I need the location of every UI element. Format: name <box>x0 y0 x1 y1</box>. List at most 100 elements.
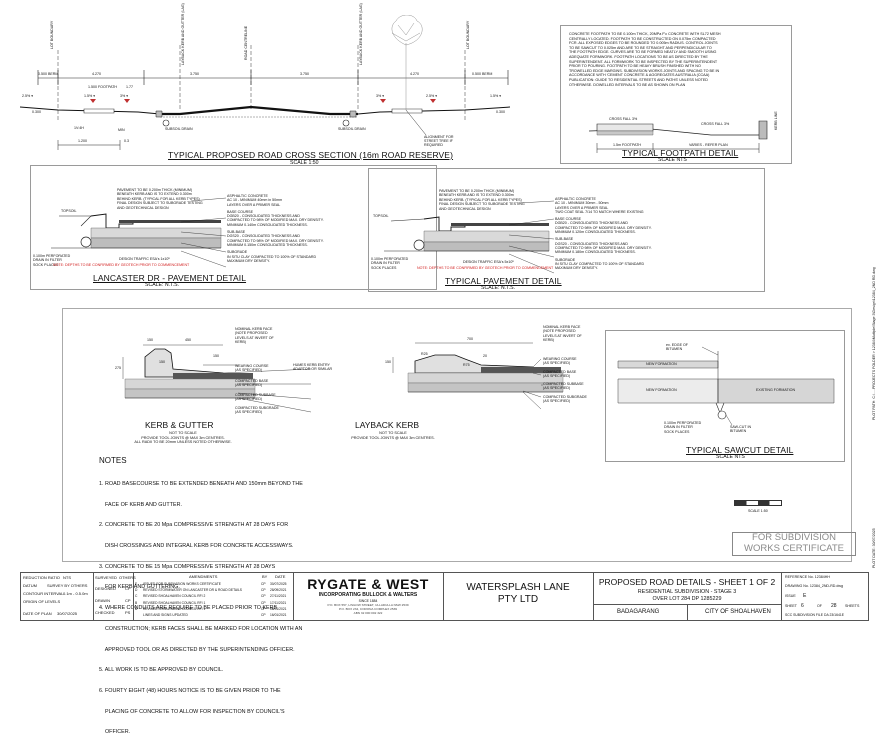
amend-by: CP <box>261 594 266 599</box>
typical-topsoil: TOPSOIL <box>373 214 389 218</box>
company-subtitle: INCORPORATING BULLOCK & WALTERS <box>318 592 418 598</box>
dim-bottom-1: 1.200 <box>78 139 87 143</box>
footpath-spec-line: PUBLICATION: GUIDE TO RESIDENTIAL STREET… <box>569 77 708 82</box>
amend-rev: C <box>135 594 138 599</box>
sawcut-drawing <box>606 331 844 461</box>
layer-line: COMPACTED TO 98% OF MODIFIED MAX. DRY DE… <box>227 238 324 243</box>
tb-contour-key: CONTOUR INTERVAL <box>23 591 64 596</box>
typical-layer-notes: ASPHALTIC CONCRETE AC 10 - MINIMUM 30mm … <box>555 197 652 270</box>
kg-label-line: LEVELS AT INVERT OF <box>235 335 274 340</box>
layer-line: IN SITU CLAY COMPACTED TO 100% OF STANDA… <box>555 261 645 266</box>
layer-line: SUB-BASE <box>555 237 574 242</box>
label-lag-left: LAYBACK KERB AND GUTTER (LAG) <box>181 3 185 65</box>
footpath-scale: SCALE NTS <box>658 157 687 163</box>
layer-line: COMPACTED TO 98% OF MODIFIED MAX. DRY DE… <box>227 218 324 223</box>
address-line: ABN 32 000 002 322 <box>353 610 383 615</box>
layer-line: ASPHALTIC CONCRETE <box>555 197 596 201</box>
sawcut-drain-label: 0.100m PERFORATED DRAIN IN FILTER SOCK P… <box>664 421 701 434</box>
drain-line: DRAIN IN FILTER <box>33 258 62 263</box>
amend-date: 16/01/2021 <box>270 612 287 617</box>
typical-note-line: PAVEMENT TO BE 0.200m THICK (MINIMUM) <box>439 189 515 193</box>
tb-drawn-key: DRAWN <box>95 598 110 603</box>
layer-line: SUB-BASE <box>227 230 246 235</box>
tb-drawing-title: PROPOSED ROAD DETAILS - SHEET 1 OF 2 RES… <box>593 573 782 621</box>
road-cross-section: 0.500 BERM 4.270 3.750 3.750 4.270 0.500… <box>20 3 540 166</box>
dim-left-verge: 4.270 <box>92 72 101 76</box>
kerb-gutter-drawing <box>63 309 623 419</box>
sawcut-label-line: SOCK PLACES <box>664 429 690 434</box>
lb-label-line: ADAPTOR OR SIMILAR <box>293 367 333 372</box>
tb-checked-key: CHECKED <box>95 610 115 615</box>
lb-label-line: COMPACTED BASE <box>543 369 577 374</box>
kg-label-line: (AS SPECIFIED) <box>235 397 263 402</box>
typical-pavement-drawing <box>369 169 764 291</box>
typical-note-line: BEHIND KERB. (TYPICAL FOR ALL KERB TYPES… <box>439 197 522 202</box>
reference-number: REFERENCE No. 12384HH <box>785 575 830 579</box>
layer-line: DGB20 - CONSOLIDATED THICKNESS AND <box>227 214 300 219</box>
footpath-spec-line: PRIOR TO POURING. FOOTPATH TO BE HEAVY B… <box>569 64 701 69</box>
amend-desc: LINES AND SIGNS UPDATED <box>143 612 188 617</box>
company-address: P.O. BOX 557, LISGOW STREET, ULLADULLA N… <box>293 603 443 615</box>
amend-date: 08/01/2021 <box>270 606 287 611</box>
amend-desc: REVISED SHOALHAVEN COUNCIL RFI 2 <box>143 594 206 599</box>
amend-date: 30/07/2025 <box>270 582 287 586</box>
sawcut-new-formation: NEW FORMATION <box>646 388 677 392</box>
lb-label-line: (AS SPECIFIED) <box>543 399 571 404</box>
amend-date: 28/09/2021 <box>270 588 287 593</box>
typical-pavement-scale: SCALE: N.T.S. <box>481 285 516 291</box>
footpath-spec-line: FCR. ALL EXPOSED EDGES TO BE ROUNDED TO … <box>569 41 718 46</box>
fall-1: 2.5% ▾ <box>22 94 33 98</box>
tb-amend-by-header: BY <box>262 574 268 579</box>
lb-dim-r25: R25 <box>421 352 428 356</box>
tb-info: REDUCTION RATIO NTS DATUM SURVEY BY OTHE… <box>21 573 94 620</box>
amend-by: CP <box>261 600 266 605</box>
label-lot-boundary-right: LOT BOUNDARY <box>466 20 470 49</box>
lancaster-topsoil: TOPSOIL <box>61 209 77 213</box>
tb-signatures: SURVEYED OTHERS DESIGNED CP DRAWN CP CHE… <box>93 573 136 620</box>
lb-dim-20: 20 <box>483 354 487 358</box>
footpath-spec-line: TROWELLED EDGE MARGINS. SUBDIVISION WORK… <box>569 68 720 73</box>
kerb-gutter-sub: NOT TO SCALE PROVIDE TOOL JOINTS @ MAX 3… <box>123 431 243 445</box>
label-subsoil-left: SUBSOIL DRAIN <box>165 127 193 131</box>
kg-layer-labels: WEARING COURSE (AS SPECIFIED) COMPACTED … <box>235 364 279 414</box>
amend-rev: E <box>135 582 138 586</box>
kg-dim-450: 450 <box>185 338 191 342</box>
note-line: 6. FOURTY EIGHT (48) HOURS NOTICE IS TO … <box>99 688 281 694</box>
amend-rev: D <box>135 588 138 593</box>
lancaster-red-note: NOTE: DEPTHS TO BE CONFIRMED BY GEOTECH … <box>53 263 190 267</box>
lb-label-line: COMPACTED SUBBASE <box>543 382 584 387</box>
footpath-spec-line: ADEQUATE FORMWORK. FOOTPATH LOCATIONS TO… <box>569 54 708 59</box>
layer-line: TWO COAT SEAL 7/14 TO MATCH WHERE EXISTI… <box>555 209 644 214</box>
note-line: DISH CROSSINGS AND INTEGRAL KERB FOR CON… <box>99 542 294 549</box>
label-subsoil-right: SUBSOIL DRAIN <box>338 127 366 131</box>
sheet-value: 6 <box>801 603 804 609</box>
lb-sub-line: PROVIDE TOOL JOINTS @ MAX 3m CENTRES. <box>351 435 435 440</box>
drain-line: SOCK PLACES <box>371 265 397 270</box>
amend-by: CP <box>261 588 266 593</box>
tb-drawn-val: CP <box>125 598 131 603</box>
lb-label-line: HUMES KERB ENTRY <box>293 363 330 367</box>
fall-5: 2.5% ▾ <box>426 94 437 98</box>
note-line: 3. CONCRETE TO BE 15 Mpa COMPRESSIVE STR… <box>99 563 276 570</box>
tb-date-key: DATE OF PLAN <box>23 611 52 616</box>
layer-line: IN SITU CLAY COMPACTED TO 100% OF STANDA… <box>227 254 317 259</box>
kg-dim-150-b: 150 <box>159 360 165 364</box>
cross-section-scale: SCALE 1:50 <box>290 160 319 166</box>
kg-label-line: (NOTE PROPOSED <box>235 331 268 336</box>
sheets-label: SHEETS <box>845 604 860 608</box>
lb-label-line: (AS SPECIFIED) <box>543 373 571 378</box>
dim-right-verge: 4.270 <box>410 72 419 76</box>
lancaster-pavement-panel: PAVEMENT TO BE 0.200m THICK (MINIMUM) BE… <box>30 165 437 290</box>
swc-stamp: FOR SUBDIVISION WORKS CERTIFICATE <box>732 532 856 556</box>
kg-label-line: COMPACTED BASE <box>235 378 269 383</box>
kg-label-line: COMPACTED SUBBASE <box>235 393 276 398</box>
locality-divider <box>687 605 688 621</box>
footpath-crossfall-1: CROSS FALL 3% <box>609 117 638 121</box>
tb-designed-val: CP <box>125 586 131 591</box>
tb-references: REFERENCE No. 12384HH DRAWING No. 12384_… <box>781 573 868 620</box>
footpath-drawing <box>561 91 791 161</box>
amend-rev: B <box>135 600 138 605</box>
lb-humes: HUMES KERB ENTRY ADAPTOR OR SIMILAR <box>293 363 332 372</box>
footpath-spec-line: TO BE SAWCUT TO 0.025m AND ARE TO BE STR… <box>569 45 712 50</box>
